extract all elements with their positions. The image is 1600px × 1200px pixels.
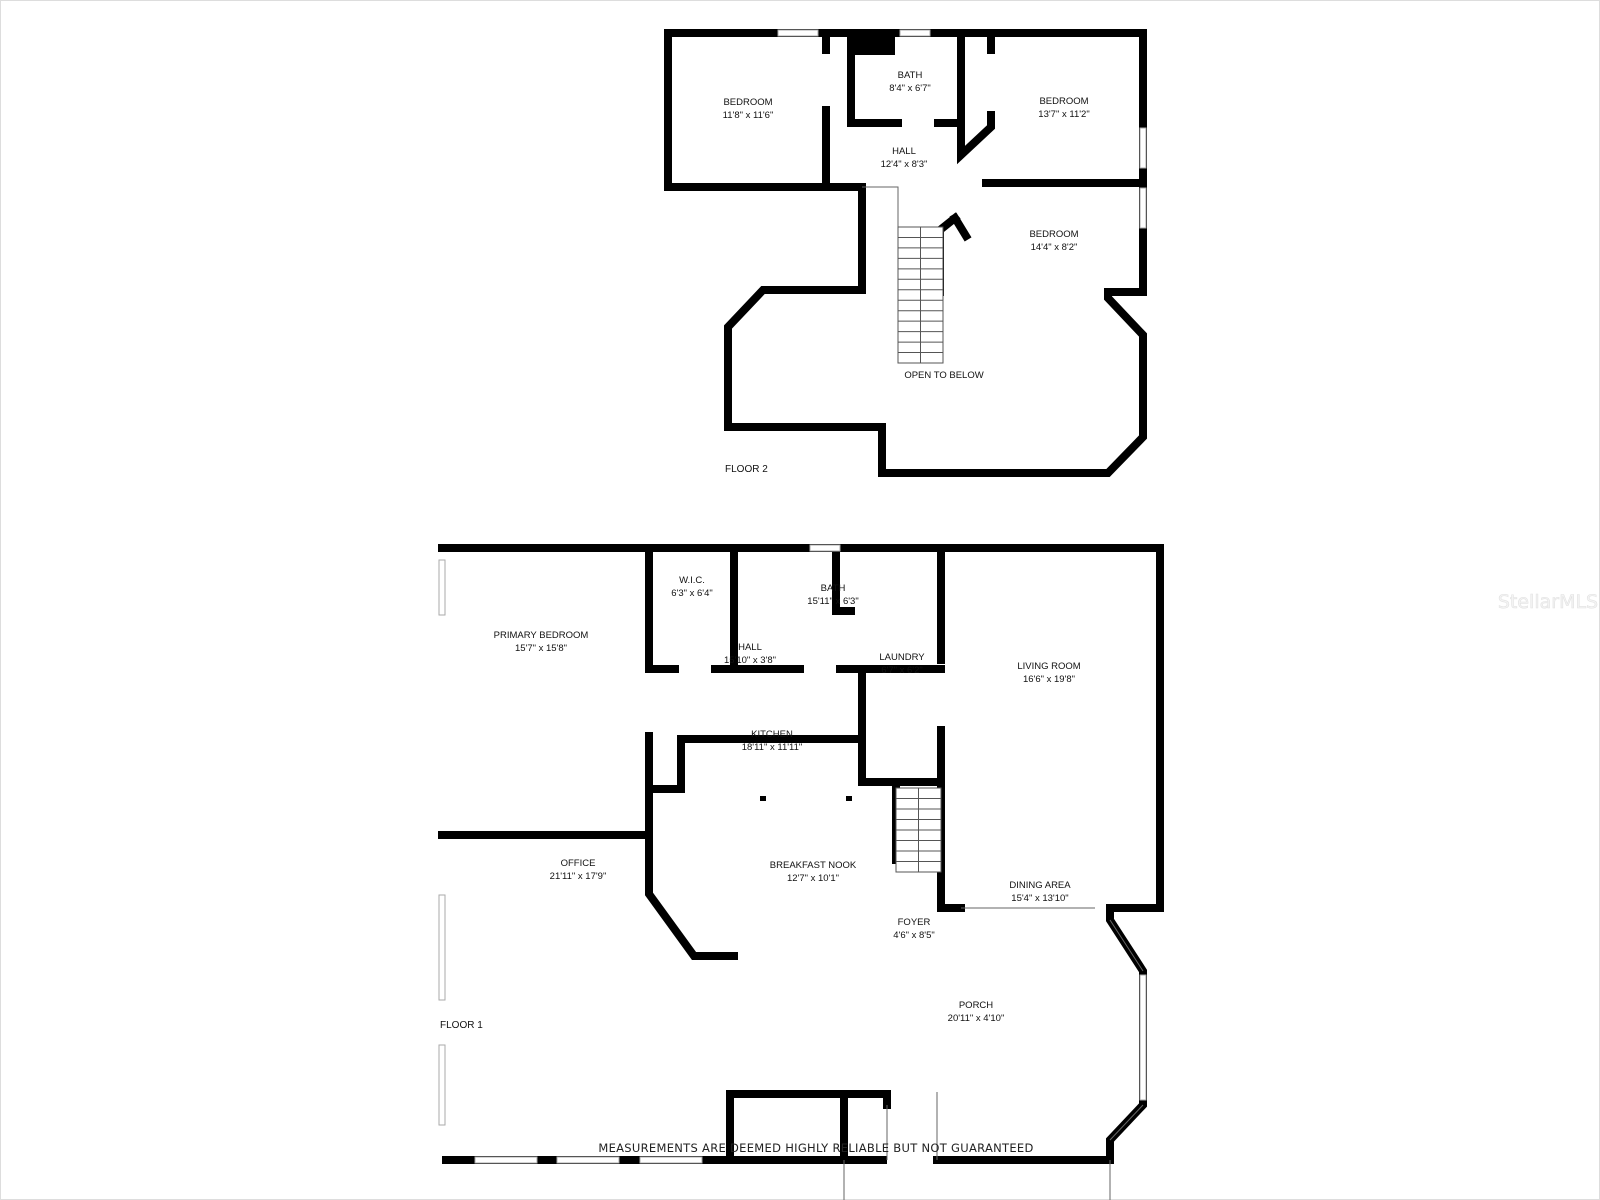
room-dims: 15'7" x 15'8"	[515, 643, 567, 654]
room-name: FOYER	[898, 917, 931, 928]
window	[639, 1156, 703, 1164]
room-name: BREAKFAST NOOK	[770, 860, 857, 871]
window	[438, 1044, 446, 1126]
room-dims: 20'11" x 4'10"	[948, 1013, 1005, 1024]
room-dims: 18'11" x 11'11"	[742, 742, 803, 753]
window	[777, 29, 819, 37]
room-name: BEDROOM	[723, 97, 772, 108]
window	[1139, 127, 1147, 169]
room-dims: 12'4" x 8'3"	[881, 159, 928, 170]
floor-1: PRIMARY BEDROOM 15'7" x 15'8" W.I.C. 6'3…	[438, 544, 1164, 1200]
glass-wall	[886, 907, 1144, 1160]
room-dims: 15'11" x 6'3"	[807, 596, 858, 607]
window	[1139, 187, 1147, 229]
window	[1139, 974, 1147, 1101]
room-name: BATH	[898, 70, 923, 81]
floor-label: FLOOR 1	[440, 1020, 483, 1031]
room-name: LIVING ROOM	[1017, 661, 1080, 672]
room-dims: 14'4" x 8'2"	[1031, 242, 1078, 253]
room-dims: 16'6" x 19'8"	[1023, 674, 1075, 685]
room-name: HALL	[892, 146, 916, 157]
room-dims: 8'4" x 6'7"	[889, 83, 931, 94]
watermark: StellarMLS	[1498, 591, 1598, 613]
room-dims: 15'4" x 13'10"	[1011, 893, 1068, 904]
room-name: BEDROOM	[1029, 229, 1078, 240]
room-name: BATH	[821, 583, 846, 594]
room-dims: 12'7" x 10'1"	[787, 873, 839, 884]
room-name: KITCHEN	[751, 729, 793, 740]
room-name: OFFICE	[561, 858, 596, 869]
room-name: PRIMARY BEDROOM	[494, 630, 589, 641]
window	[899, 29, 931, 37]
window	[556, 1156, 620, 1164]
room-dims: 6'3" x 6'4"	[671, 588, 713, 599]
stairs	[897, 226, 944, 364]
room-dims: 11'8" x 11'6"	[723, 110, 774, 121]
room-dims: 6'7" x 6'2"	[881, 665, 923, 676]
room-dims: 21'11" x 17'9"	[550, 871, 607, 882]
chimney	[851, 33, 895, 55]
floor-label: FLOOR 2	[725, 464, 768, 475]
window	[438, 559, 446, 616]
kitchen-island-post	[846, 796, 852, 801]
kitchen-island-post	[760, 796, 766, 801]
window	[809, 544, 841, 552]
stairs	[895, 787, 942, 873]
floor2-outer-wall	[664, 29, 1147, 477]
window	[438, 894, 446, 1001]
room-dims: 4'6" x 8'5"	[893, 930, 935, 941]
room-name: LAUNDRY	[879, 652, 925, 663]
floor-2: BEDROOM 11'8" x 11'6" BATH 8'4" x 6'7" H…	[664, 29, 1147, 477]
floor2-interior-walls	[822, 29, 1147, 296]
room-name: W.I.C.	[679, 575, 705, 586]
window	[474, 1156, 538, 1164]
porch-outline	[843, 1160, 1111, 1200]
room-name: OPEN TO BELOW	[904, 370, 983, 381]
room-dims: 13'7" x 11'2"	[1038, 109, 1089, 120]
room-name: DINING AREA	[1009, 880, 1071, 891]
room-name: HALL	[738, 642, 762, 653]
disclaimer-footer: MEASUREMENTS ARE DEEMED HIGHLY RELIABLE …	[598, 1141, 1033, 1155]
room-name: PORCH	[959, 1000, 993, 1011]
room-dims: 15'10" x 3'8"	[724, 655, 776, 666]
room-name: BEDROOM	[1039, 96, 1088, 107]
